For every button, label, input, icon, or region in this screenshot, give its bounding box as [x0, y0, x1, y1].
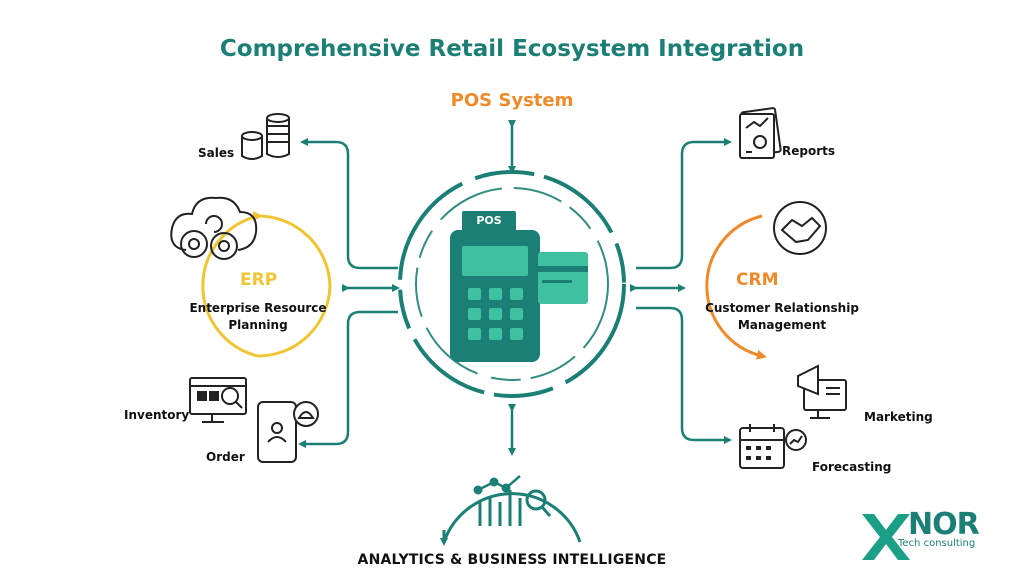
- order-connector: [298, 310, 398, 448]
- reports-connector: [636, 138, 732, 270]
- inventory-monitor-icon: [189, 377, 247, 423]
- marketing-label: Marketing: [864, 410, 933, 424]
- crm-arc: [705, 214, 767, 360]
- logo-tagline: Tech consulting: [898, 538, 976, 549]
- coins-icon: [241, 113, 290, 160]
- erp-subtitle-line-2: Planning: [228, 318, 288, 332]
- forecasting-calendar-icon: [739, 424, 807, 469]
- forecasting-connector: [636, 306, 732, 444]
- order-label: Order: [206, 450, 245, 464]
- page-title: Comprehensive Retail Ecosystem Integrati…: [219, 36, 805, 62]
- sales-label: Sales: [198, 146, 235, 160]
- pos-badge-label: POS: [476, 214, 502, 227]
- handshake-icon: [773, 201, 827, 255]
- crm-subtitle-line-2: Management: [737, 318, 827, 332]
- erp-arc-top: [252, 210, 332, 287]
- pos-system-label: POS System: [450, 90, 574, 111]
- reports-icon: [739, 107, 782, 159]
- logo-mark: [862, 514, 910, 560]
- reports-label: Reports: [782, 144, 836, 158]
- analytics-arc: [442, 492, 582, 543]
- erp-subtitle-line-1: Enterprise Resource: [189, 301, 327, 315]
- sales-connector: [300, 138, 398, 270]
- pos-terminal-icon: [450, 211, 588, 362]
- cloud-gears-icon: [170, 196, 258, 260]
- logo-text-nor: NOR: [908, 507, 980, 542]
- crm-title: CRM: [736, 270, 779, 290]
- megaphone-icon: [797, 364, 847, 419]
- erp-subtitle: Enterprise Resource Planning: [180, 300, 336, 334]
- erp-arc: [201, 214, 259, 358]
- logo-text: NOR: [908, 507, 980, 542]
- order-phone-icon: [257, 401, 319, 463]
- crm-subtitle: Customer Relationship Management: [702, 300, 862, 334]
- forecasting-label: Forecasting: [812, 460, 892, 474]
- analytics-label: ANALYTICS & BUSINESS INTELLIGENCE: [357, 552, 667, 568]
- inventory-label: Inventory: [124, 408, 190, 422]
- crm-subtitle-line-1: Customer Relationship: [705, 301, 859, 315]
- erp-title: ERP: [240, 270, 278, 290]
- company-logo: NOR Tech consulting: [858, 507, 980, 550]
- analytics-chart-icon: [473, 475, 552, 526]
